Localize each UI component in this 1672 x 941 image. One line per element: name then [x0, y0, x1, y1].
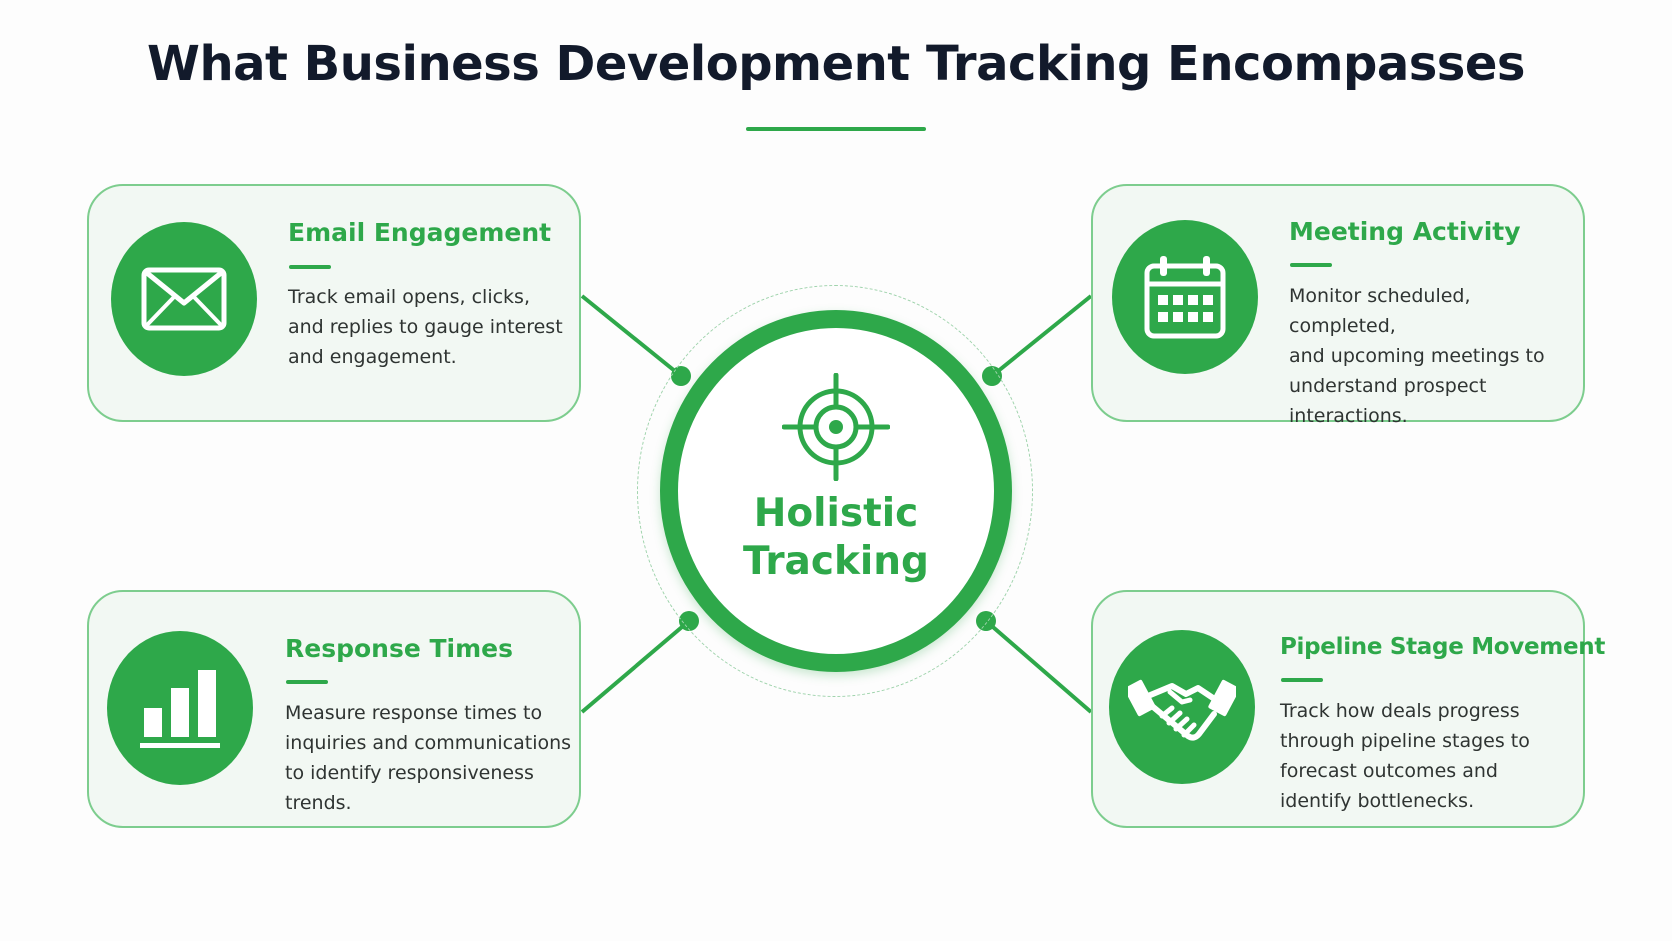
- hub-label-line: Holistic: [753, 491, 919, 536]
- envelope-icon: [141, 267, 227, 331]
- calendar-icon: [1144, 256, 1226, 339]
- card-description-line: Track how deals progress: [1280, 700, 1520, 722]
- card-email-engagement: Email Engagement Track email opens, clic…: [87, 184, 581, 422]
- connector-response: [580, 619, 691, 714]
- handshake-icon: [1128, 679, 1236, 741]
- card-meeting-activity: Meeting Activity Monitor scheduled, comp…: [1091, 184, 1585, 427]
- card-description-line: and engagement.: [288, 346, 457, 368]
- card-title-underline: [286, 680, 328, 684]
- title-underline: [746, 127, 926, 131]
- card-description-line: Monitor scheduled, completed,: [1289, 285, 1471, 337]
- card-description-line: through pipeline stages to: [1280, 730, 1530, 752]
- card-pipeline-stage-movement: Pipeline Stage Movement Track how deals …: [1091, 590, 1605, 828]
- card-description-line: and upcoming meetings to: [1289, 345, 1545, 367]
- card-description: Measure response times to inquiries and …: [285, 698, 571, 818]
- card-title-underline: [1290, 263, 1332, 267]
- card-description: Monitor scheduled, completed, and upcomi…: [1289, 281, 1583, 431]
- bar-chart-icon-badge: [107, 631, 253, 785]
- bar-chart-icon: [140, 670, 220, 748]
- card-description-line: and replies to gauge interest: [288, 316, 563, 338]
- target-icon: [782, 373, 890, 481]
- card-description-line: forecast outcomes and: [1280, 760, 1498, 782]
- hub-label: Holistic Tracking: [676, 490, 996, 586]
- card-description: Track email opens, clicks, and replies t…: [288, 282, 563, 372]
- card-title: Meeting Activity: [1289, 217, 1521, 246]
- hub-dashed-ring: [637, 285, 1033, 697]
- card-description-line: inquiries and communications: [285, 732, 572, 754]
- card-response-times: Response Times Measure response times to…: [87, 590, 581, 828]
- card-description-line: to identify responsiveness: [285, 762, 534, 784]
- card-title: Pipeline Stage Movement: [1280, 634, 1606, 660]
- card-description-line: interactions.: [1289, 405, 1408, 427]
- card-description-line: identify bottlenecks.: [1280, 790, 1475, 812]
- handshake-icon-badge: [1109, 630, 1255, 784]
- envelope-icon-badge: [111, 222, 257, 376]
- card-description-line: trends.: [285, 792, 352, 814]
- card-description-line: Measure response times to: [285, 702, 543, 724]
- card-description-line: Track email opens, clicks,: [288, 286, 530, 308]
- connector-meeting: [990, 294, 1093, 378]
- calendar-icon-badge: [1112, 220, 1258, 374]
- connector-email: [580, 294, 683, 378]
- card-title-underline: [289, 265, 331, 269]
- page-title: What Business Development Tracking Encom…: [147, 36, 1525, 92]
- card-title-underline: [1281, 678, 1323, 682]
- hub-label-line: Tracking: [743, 539, 929, 584]
- card-title: Email Engagement: [288, 218, 552, 247]
- connector-pipeline: [984, 619, 1093, 714]
- card-description-line: understand prospect: [1289, 375, 1487, 397]
- card-title: Response Times: [285, 634, 514, 663]
- card-description: Track how deals progress through pipelin…: [1280, 696, 1530, 816]
